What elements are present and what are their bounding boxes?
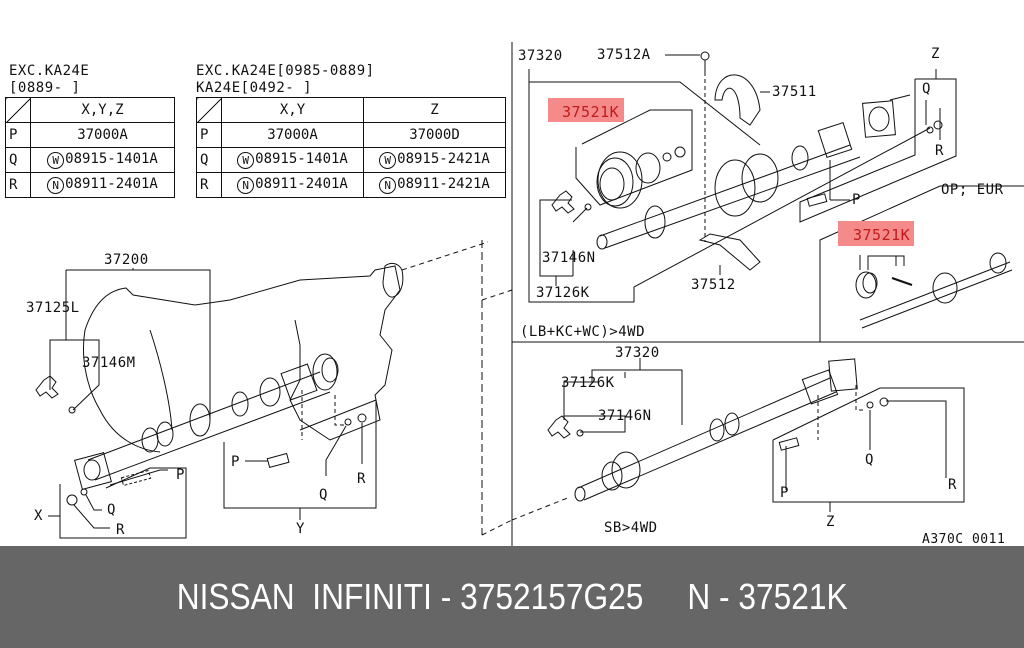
part-label-37146m[interactable]: 37146M xyxy=(82,355,136,371)
row-key: Q xyxy=(5,147,31,173)
group-label-z-top: Z xyxy=(931,46,940,62)
cell-value: 08915-1401A xyxy=(65,151,158,167)
group-label-z-bottom: Z xyxy=(826,514,835,530)
callout-r-z-bottom: R xyxy=(948,477,957,493)
cell-value: 37000D xyxy=(363,122,506,148)
callout-q-z-top: Q xyxy=(922,81,931,97)
part-number-banner: NISSAN INFINITI - 3752157G25 N - 37521K xyxy=(0,546,1024,648)
part-label-37521k-eur-highlight[interactable]: 37521K xyxy=(853,226,911,244)
table2-col-header: X,Y xyxy=(221,97,364,123)
part-number-text: NISSAN INFINITI - 3752157G25 N - 37521K xyxy=(176,576,848,617)
cell-value: 08915-1401A xyxy=(255,151,348,167)
cell-value: 37000A xyxy=(30,122,175,148)
callout-p-z-bottom: P xyxy=(780,485,789,501)
nut-mark-icon: N xyxy=(47,177,65,194)
washer-mark-icon: W xyxy=(379,152,397,169)
cell-value: 37000A xyxy=(221,122,364,148)
callout-q-z-bottom: Q xyxy=(865,452,874,468)
part-label-37125l[interactable]: 37125L xyxy=(26,300,80,316)
callout-p-z-top: P xyxy=(852,192,861,208)
diagram-code: A370C 0011 xyxy=(922,532,1006,547)
row-key: P xyxy=(196,122,222,148)
part-label-37320-top[interactable]: 37320 xyxy=(518,48,563,64)
row-key: R xyxy=(5,172,31,198)
callout-p-y: P xyxy=(231,454,240,470)
table1-corner xyxy=(5,97,31,123)
table2-heading-line2: KA24E[0492- ] xyxy=(196,80,313,96)
table1-col-header: X,Y,Z xyxy=(30,97,175,123)
callout-p-x: P xyxy=(176,467,185,483)
row-key: Q xyxy=(196,147,222,173)
cell-value: 08911-2401A xyxy=(255,176,348,192)
part-label-37126k-top[interactable]: 37126K xyxy=(536,285,590,301)
washer-mark-icon: W xyxy=(47,152,65,169)
part-label-37521k-highlight[interactable]: 37521K xyxy=(562,103,620,121)
table1-heading-line1: EXC.KA24E xyxy=(9,63,90,79)
cell-value: 08911-2421A xyxy=(397,176,490,192)
cell-value: 08915-2421A xyxy=(397,151,490,167)
variant-label-sb: SB>4WD xyxy=(604,520,658,536)
diagram-linework xyxy=(35,42,1024,546)
variant-label-lb: (LB+KC+WC)>4WD xyxy=(520,324,646,340)
callout-r-y: R xyxy=(357,471,366,487)
highlight-box-top xyxy=(548,98,624,122)
variant-label-eur: OP; EUR xyxy=(941,182,1004,198)
row-key: P xyxy=(5,122,31,148)
highlight-box-eur xyxy=(838,221,914,246)
table2-corner xyxy=(196,97,222,123)
part-label-37511[interactable]: 37511 xyxy=(772,84,817,100)
callout-r-x: R xyxy=(116,522,125,538)
row-key: R xyxy=(196,172,222,198)
callout-q-y: Q xyxy=(319,487,328,503)
nut-mark-icon: N xyxy=(237,177,255,194)
table1-heading-line2: [0889- ] xyxy=(9,80,81,96)
cell-value: 08911-2401A xyxy=(65,176,158,192)
part-label-37512[interactable]: 37512 xyxy=(691,277,736,293)
table2-col-header: Z xyxy=(363,97,506,123)
part-label-37146n-bottom[interactable]: 37146N xyxy=(598,408,652,424)
callout-q-x: Q xyxy=(107,502,116,518)
part-label-37512a[interactable]: 37512A xyxy=(597,47,651,63)
table2-heading-line1: EXC.KA24E[0985-0889] xyxy=(196,63,375,79)
nut-mark-icon: N xyxy=(379,177,397,194)
washer-mark-icon: W xyxy=(237,152,255,169)
part-label-37146n-top[interactable]: 37146N xyxy=(542,250,596,266)
part-label-37320-bottom[interactable]: 37320 xyxy=(615,345,660,361)
callout-r-z-top: R xyxy=(935,143,944,159)
group-label-y: Y xyxy=(296,521,305,537)
part-label-37126k-bottom[interactable]: 37126K xyxy=(561,375,615,391)
group-label-x: X xyxy=(34,508,43,524)
part-label-37200[interactable]: 37200 xyxy=(104,252,149,268)
